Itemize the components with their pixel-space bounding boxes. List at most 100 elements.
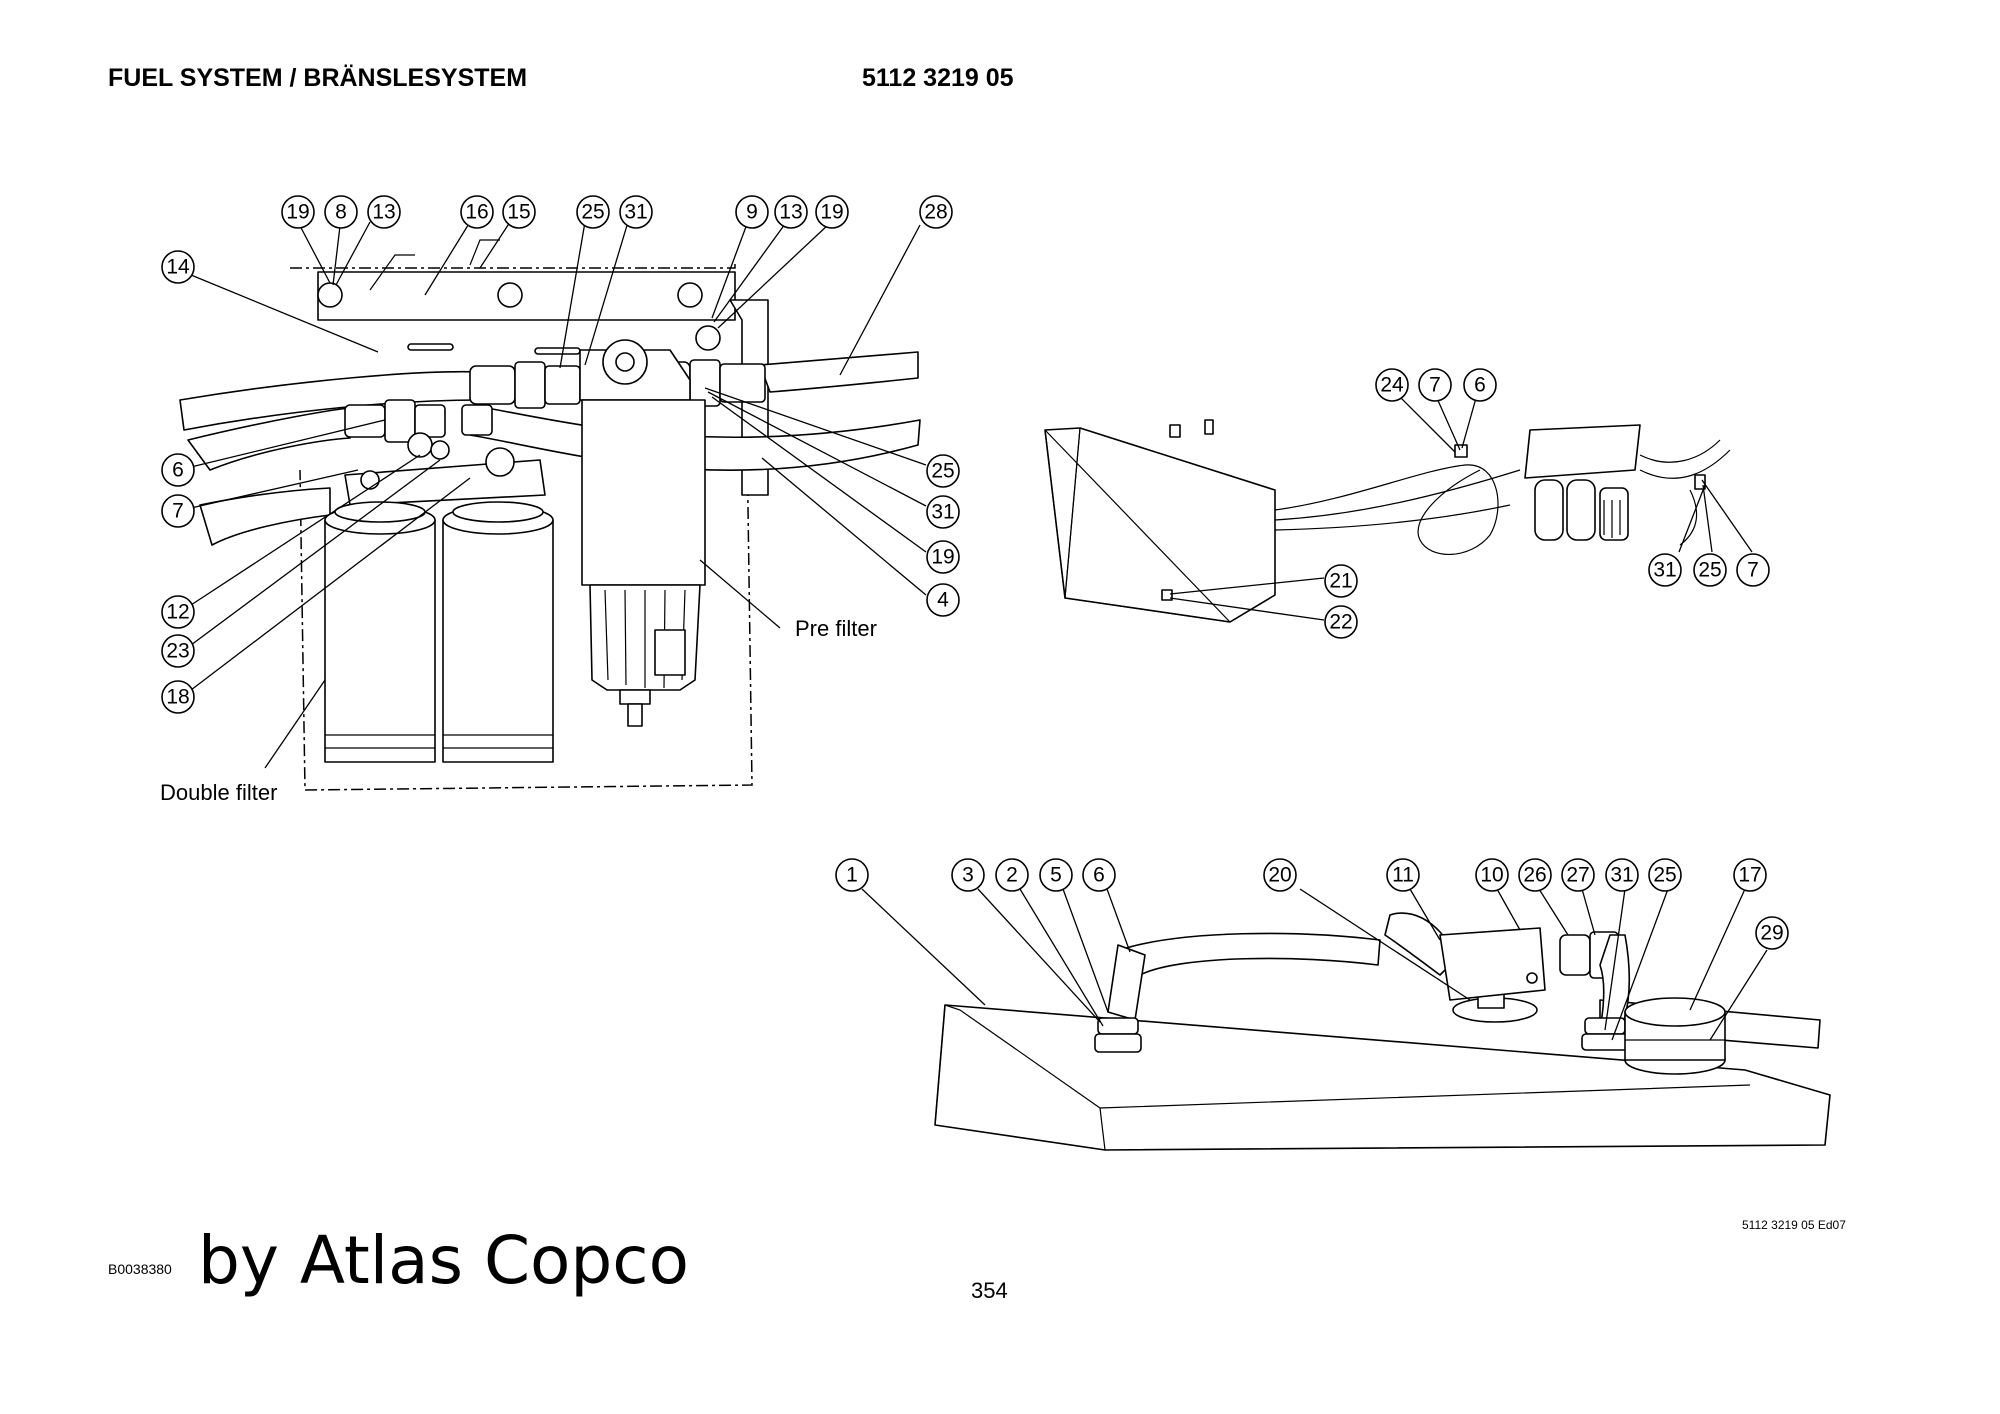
callout-19: 19 — [926, 540, 960, 574]
callout-15: 15 — [502, 195, 536, 229]
callout-25: 25 — [1648, 858, 1682, 892]
tank-box — [1044, 427, 1276, 623]
callout-17: 17 — [1733, 858, 1767, 892]
svg-text:19: 19 — [286, 201, 309, 224]
brand-watermark: by Atlas Copco — [198, 1222, 689, 1299]
svg-text:13: 13 — [372, 201, 395, 224]
callout-2: 2 — [995, 858, 1029, 892]
callout-5: 5 — [1039, 858, 1073, 892]
svg-text:16: 16 — [465, 201, 488, 224]
hose-28 — [759, 351, 919, 393]
callout-7: 7 — [161, 494, 195, 528]
fuel-line-overview — [1274, 464, 1499, 555]
svg-text:31: 31 — [1610, 864, 1633, 887]
svg-text:27: 27 — [1566, 864, 1589, 887]
page-title: FUEL SYSTEM / BRÄNSLESYSTEM — [108, 64, 528, 92]
svg-text:6: 6 — [172, 459, 184, 482]
callout-9: 9 — [735, 195, 769, 229]
double-filter-canister-left — [324, 501, 436, 763]
callout-18: 18 — [161, 680, 195, 714]
svg-text:23: 23 — [166, 640, 189, 663]
tank-assembly — [861, 888, 1831, 1151]
filter-assembly — [179, 221, 927, 791]
svg-text:25: 25 — [1698, 559, 1721, 582]
callout-31: 31 — [1605, 858, 1639, 892]
svg-text:31: 31 — [931, 501, 954, 524]
overview-assembly — [1044, 391, 1753, 623]
svg-text:7: 7 — [1747, 559, 1759, 582]
svg-text:24: 24 — [1380, 374, 1404, 397]
svg-text:12: 12 — [166, 601, 189, 624]
svg-text:17: 17 — [1738, 864, 1761, 887]
callout-24: 24 — [1375, 368, 1409, 402]
callout-14: 14 — [161, 250, 195, 284]
callout-bubbles: 19 8 13 16 15 25 31 9 13 19 28 14 6 7 12… — [161, 195, 1789, 950]
callout-22: 22 — [1324, 605, 1358, 639]
svg-text:7: 7 — [1429, 374, 1441, 397]
callout-7: 7 — [1736, 553, 1770, 587]
pre-filter-body — [581, 399, 706, 586]
callout-13: 13 — [367, 195, 401, 229]
callout-19: 19 — [815, 195, 849, 229]
callout-31: 31 — [619, 195, 653, 229]
callout-20: 20 — [1263, 858, 1297, 892]
svg-text:7: 7 — [172, 500, 184, 523]
svg-text:19: 19 — [931, 546, 954, 569]
svg-text:25: 25 — [1653, 864, 1676, 887]
callout-23: 23 — [161, 634, 195, 668]
edition-label: 5112 3219 05 Ed07 — [1742, 1218, 1846, 1232]
callout-21: 21 — [1324, 564, 1358, 598]
page-number: 354 — [971, 1278, 1008, 1303]
callout-31: 31 — [1648, 553, 1682, 587]
callout-6: 6 — [1082, 858, 1116, 892]
svg-text:22: 22 — [1329, 611, 1352, 634]
callout-3: 3 — [951, 858, 985, 892]
callout-6: 6 — [161, 453, 195, 487]
hose-lower-left — [187, 407, 351, 471]
callout-8: 8 — [324, 195, 358, 229]
svg-text:20: 20 — [1268, 864, 1291, 887]
callout-1: 1 — [835, 858, 869, 892]
svg-text:25: 25 — [931, 460, 954, 483]
svg-text:3: 3 — [962, 864, 974, 887]
svg-text:6: 6 — [1093, 864, 1105, 887]
mini-filter-bracket — [1524, 424, 1641, 479]
svg-text:8: 8 — [335, 201, 347, 224]
callout-25: 25 — [576, 195, 610, 229]
callout-10: 10 — [1475, 858, 1509, 892]
svg-text:11: 11 — [1392, 864, 1414, 887]
callout-6: 6 — [1463, 368, 1497, 402]
double-filter-label: Double filter — [160, 780, 277, 805]
callout-28: 28 — [919, 195, 953, 229]
svg-text:31: 31 — [624, 201, 647, 224]
svg-text:18: 18 — [166, 686, 189, 709]
leader-lines-filter — [190, 221, 927, 769]
filler-cap — [1624, 997, 1726, 1075]
drawing-code: B0038380 — [108, 1261, 172, 1277]
part-number: 5112 3219 05 — [862, 64, 1014, 92]
svg-text:29: 29 — [1760, 922, 1783, 945]
svg-text:28: 28 — [924, 201, 947, 224]
callout-29: 29 — [1755, 916, 1789, 950]
callout-16: 16 — [460, 195, 494, 229]
callout-12: 12 — [161, 595, 195, 629]
svg-text:10: 10 — [1480, 864, 1503, 887]
mounting-bracket — [317, 271, 736, 321]
leader-lines-overview — [1169, 391, 1753, 621]
callout-25: 25 — [1693, 553, 1727, 587]
svg-text:19: 19 — [820, 201, 843, 224]
svg-text:15: 15 — [507, 201, 530, 224]
callout-11: 11 — [1386, 858, 1420, 892]
svg-text:25: 25 — [581, 201, 604, 224]
callout-4: 4 — [926, 583, 960, 617]
pre-filter-label: Pre filter — [795, 616, 877, 641]
svg-text:14: 14 — [166, 256, 190, 279]
callout-25: 25 — [926, 454, 960, 488]
svg-text:6: 6 — [1474, 374, 1486, 397]
tank-hose — [1119, 932, 1381, 976]
leader-lines-tank — [861, 888, 1768, 1041]
svg-text:31: 31 — [1653, 559, 1676, 582]
callout-31: 31 — [926, 495, 960, 529]
svg-text:26: 26 — [1523, 864, 1546, 887]
svg-text:1: 1 — [846, 864, 858, 887]
